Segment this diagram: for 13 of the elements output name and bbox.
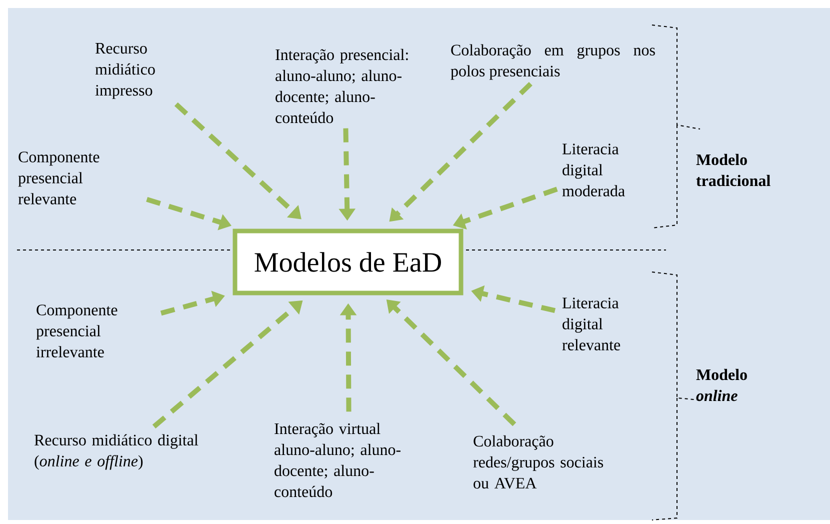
bracket-label: Modelo online [696, 368, 747, 402]
concept-text: Colaboração em grupos nos polos presenciais [450, 44, 655, 80]
concept-text: Componente presencial irrelevante [36, 304, 118, 358]
concept-text: Interação presencial: aluno-aluno; aluno-docente; aluno-conteúdo [276, 48, 408, 124]
concept-text: Literacia digital relevante [562, 298, 620, 350]
concept-text: Recurso midiático digital (online e offline) [34, 434, 198, 470]
concept-text: Colaboração redes/grupos sociais ou AVEA [473, 435, 604, 489]
title-box: Modelos de EaD [232, 228, 464, 296]
concept-text: Recurso midiático impresso [95, 43, 155, 99]
bracket-label: Modelo tradicional [696, 154, 770, 186]
concept-text: Componente presencial relevante [18, 152, 100, 204]
concept-text: Interação virtual aluno-aluno; aluno-docente; aluno-conteúdo [274, 422, 401, 498]
concept-text: Literacia digital moderada [562, 144, 625, 196]
